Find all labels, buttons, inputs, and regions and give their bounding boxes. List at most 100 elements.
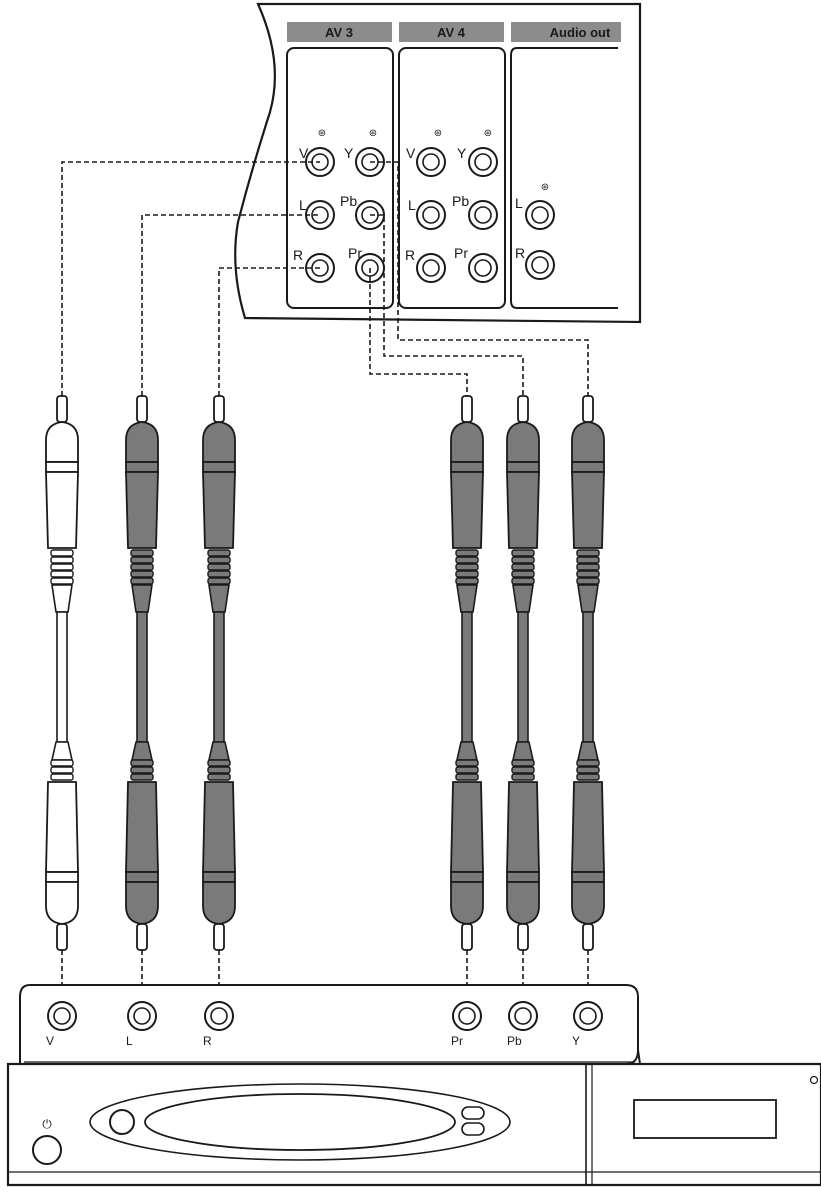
strain-ring xyxy=(511,759,535,767)
av3-r-label: R xyxy=(293,247,303,263)
strain-ring xyxy=(455,773,479,781)
plug-body-top xyxy=(125,421,159,463)
strain-ring xyxy=(207,563,231,571)
route-v xyxy=(61,161,320,396)
cable-l xyxy=(125,395,159,951)
strain-ring xyxy=(207,570,231,578)
source-r-label: R xyxy=(203,1034,212,1048)
plug-taper xyxy=(51,584,73,613)
plug-body-bottom xyxy=(506,881,540,925)
plug-ring xyxy=(45,871,79,883)
plug-pin xyxy=(461,395,473,423)
av3-gear-icon: ⊛ xyxy=(318,128,326,139)
source-y-label: Y xyxy=(572,1034,580,1048)
stop-button[interactable] xyxy=(461,1122,485,1136)
strain-ring xyxy=(576,549,600,557)
power-icon: ⏻ xyxy=(42,1117,52,1131)
source-y-jack xyxy=(573,1001,603,1031)
plug-body-top xyxy=(202,421,236,463)
av3-gear-icon: ⊛ xyxy=(369,128,377,139)
plug-pin xyxy=(56,923,68,951)
strain-ring xyxy=(207,759,231,767)
plug-pin xyxy=(56,395,68,423)
plug-taper-bottom xyxy=(577,741,599,761)
plug-grip-bottom xyxy=(45,781,79,873)
source-r-jack xyxy=(204,1001,234,1031)
av3-panel xyxy=(286,47,394,309)
plug-grip-bottom xyxy=(571,781,605,873)
standby-indicator xyxy=(809,1075,819,1085)
strain-ring xyxy=(455,556,479,564)
plug-ring xyxy=(125,871,159,883)
plug-grip-bottom xyxy=(506,781,540,873)
av4-r-jack xyxy=(416,253,446,283)
plug-grip-top xyxy=(125,471,159,549)
strain-ring xyxy=(130,759,154,767)
av3-v-label: V xyxy=(299,145,309,161)
cable-y xyxy=(571,395,605,951)
plug-body-bottom xyxy=(45,881,79,925)
strain-ring xyxy=(50,549,74,557)
strain-ring xyxy=(130,570,154,578)
audio-out-jacks: ⊛ L R xyxy=(515,182,555,280)
audio-out-tab: Audio out xyxy=(511,22,621,42)
av3-l-label: L xyxy=(299,197,307,213)
cord xyxy=(582,611,594,743)
plug-body-bottom xyxy=(571,881,605,925)
av3-pb-label: Pb xyxy=(340,193,357,209)
disc-tray-inner[interactable] xyxy=(144,1093,456,1151)
plug-grip-top xyxy=(506,471,540,549)
av4-gear-icon: ⊛ xyxy=(484,128,492,139)
dvd-player: ⏻ xyxy=(6,1062,821,1187)
source-v-label: V xyxy=(46,1034,54,1048)
dvd-front-housing xyxy=(6,1062,821,1187)
strain-ring xyxy=(455,570,479,578)
av4-y-jack xyxy=(468,147,498,177)
plug-taper-bottom xyxy=(456,741,478,761)
av4-tab: AV 4 xyxy=(399,22,504,42)
power-button[interactable] xyxy=(32,1135,62,1165)
plug-body-bottom xyxy=(125,881,159,925)
strain-ring xyxy=(207,766,231,774)
plug-body-bottom xyxy=(450,881,484,925)
av4-r-label: R xyxy=(405,247,415,263)
tv-back-panel: AV 3 AV 4 Audio out ⊛ ⊛ V Y L Pb xyxy=(234,2,642,324)
strain-ring xyxy=(50,563,74,571)
cable-v xyxy=(45,395,79,951)
plug-taper-bottom xyxy=(512,741,534,761)
av4-jacks: ⊛ ⊛ V Y L Pb R Pr xyxy=(405,128,498,283)
plug-grip-top xyxy=(202,471,236,549)
strain-ring xyxy=(130,577,154,585)
plug-pin xyxy=(582,395,594,423)
plug-ring xyxy=(202,461,236,473)
source-pr-jack xyxy=(452,1001,482,1031)
plug-ring xyxy=(506,871,540,883)
play-button[interactable] xyxy=(461,1106,485,1120)
av4-gear-icon: ⊛ xyxy=(434,128,442,139)
av4-panel xyxy=(398,47,506,309)
plug-grip-bottom xyxy=(202,781,236,873)
plug-taper-bottom xyxy=(131,741,153,761)
av4-y-label: Y xyxy=(457,145,467,161)
av3-pr-label: Pr xyxy=(348,245,362,261)
open-close-button[interactable] xyxy=(109,1109,135,1135)
plug-ring xyxy=(450,461,484,473)
plug-pin xyxy=(582,923,594,951)
plug-grip-top xyxy=(450,471,484,549)
av4-pb-jack xyxy=(468,200,498,230)
route-y xyxy=(370,161,589,396)
strain-ring xyxy=(511,570,535,578)
strain-ring xyxy=(455,563,479,571)
plug-taper xyxy=(512,584,534,613)
av3-jacks: ⊛ ⊛ V Y L Pb R Pr xyxy=(293,128,385,283)
plug-ring xyxy=(571,871,605,883)
disc-tray-outer xyxy=(89,1083,511,1161)
strain-ring xyxy=(50,759,74,767)
route-l xyxy=(141,214,320,396)
strain-ring xyxy=(130,549,154,557)
cable-r xyxy=(202,395,236,951)
av3-y-label: Y xyxy=(344,145,354,161)
strain-ring xyxy=(50,766,74,774)
route-pb xyxy=(370,214,524,396)
